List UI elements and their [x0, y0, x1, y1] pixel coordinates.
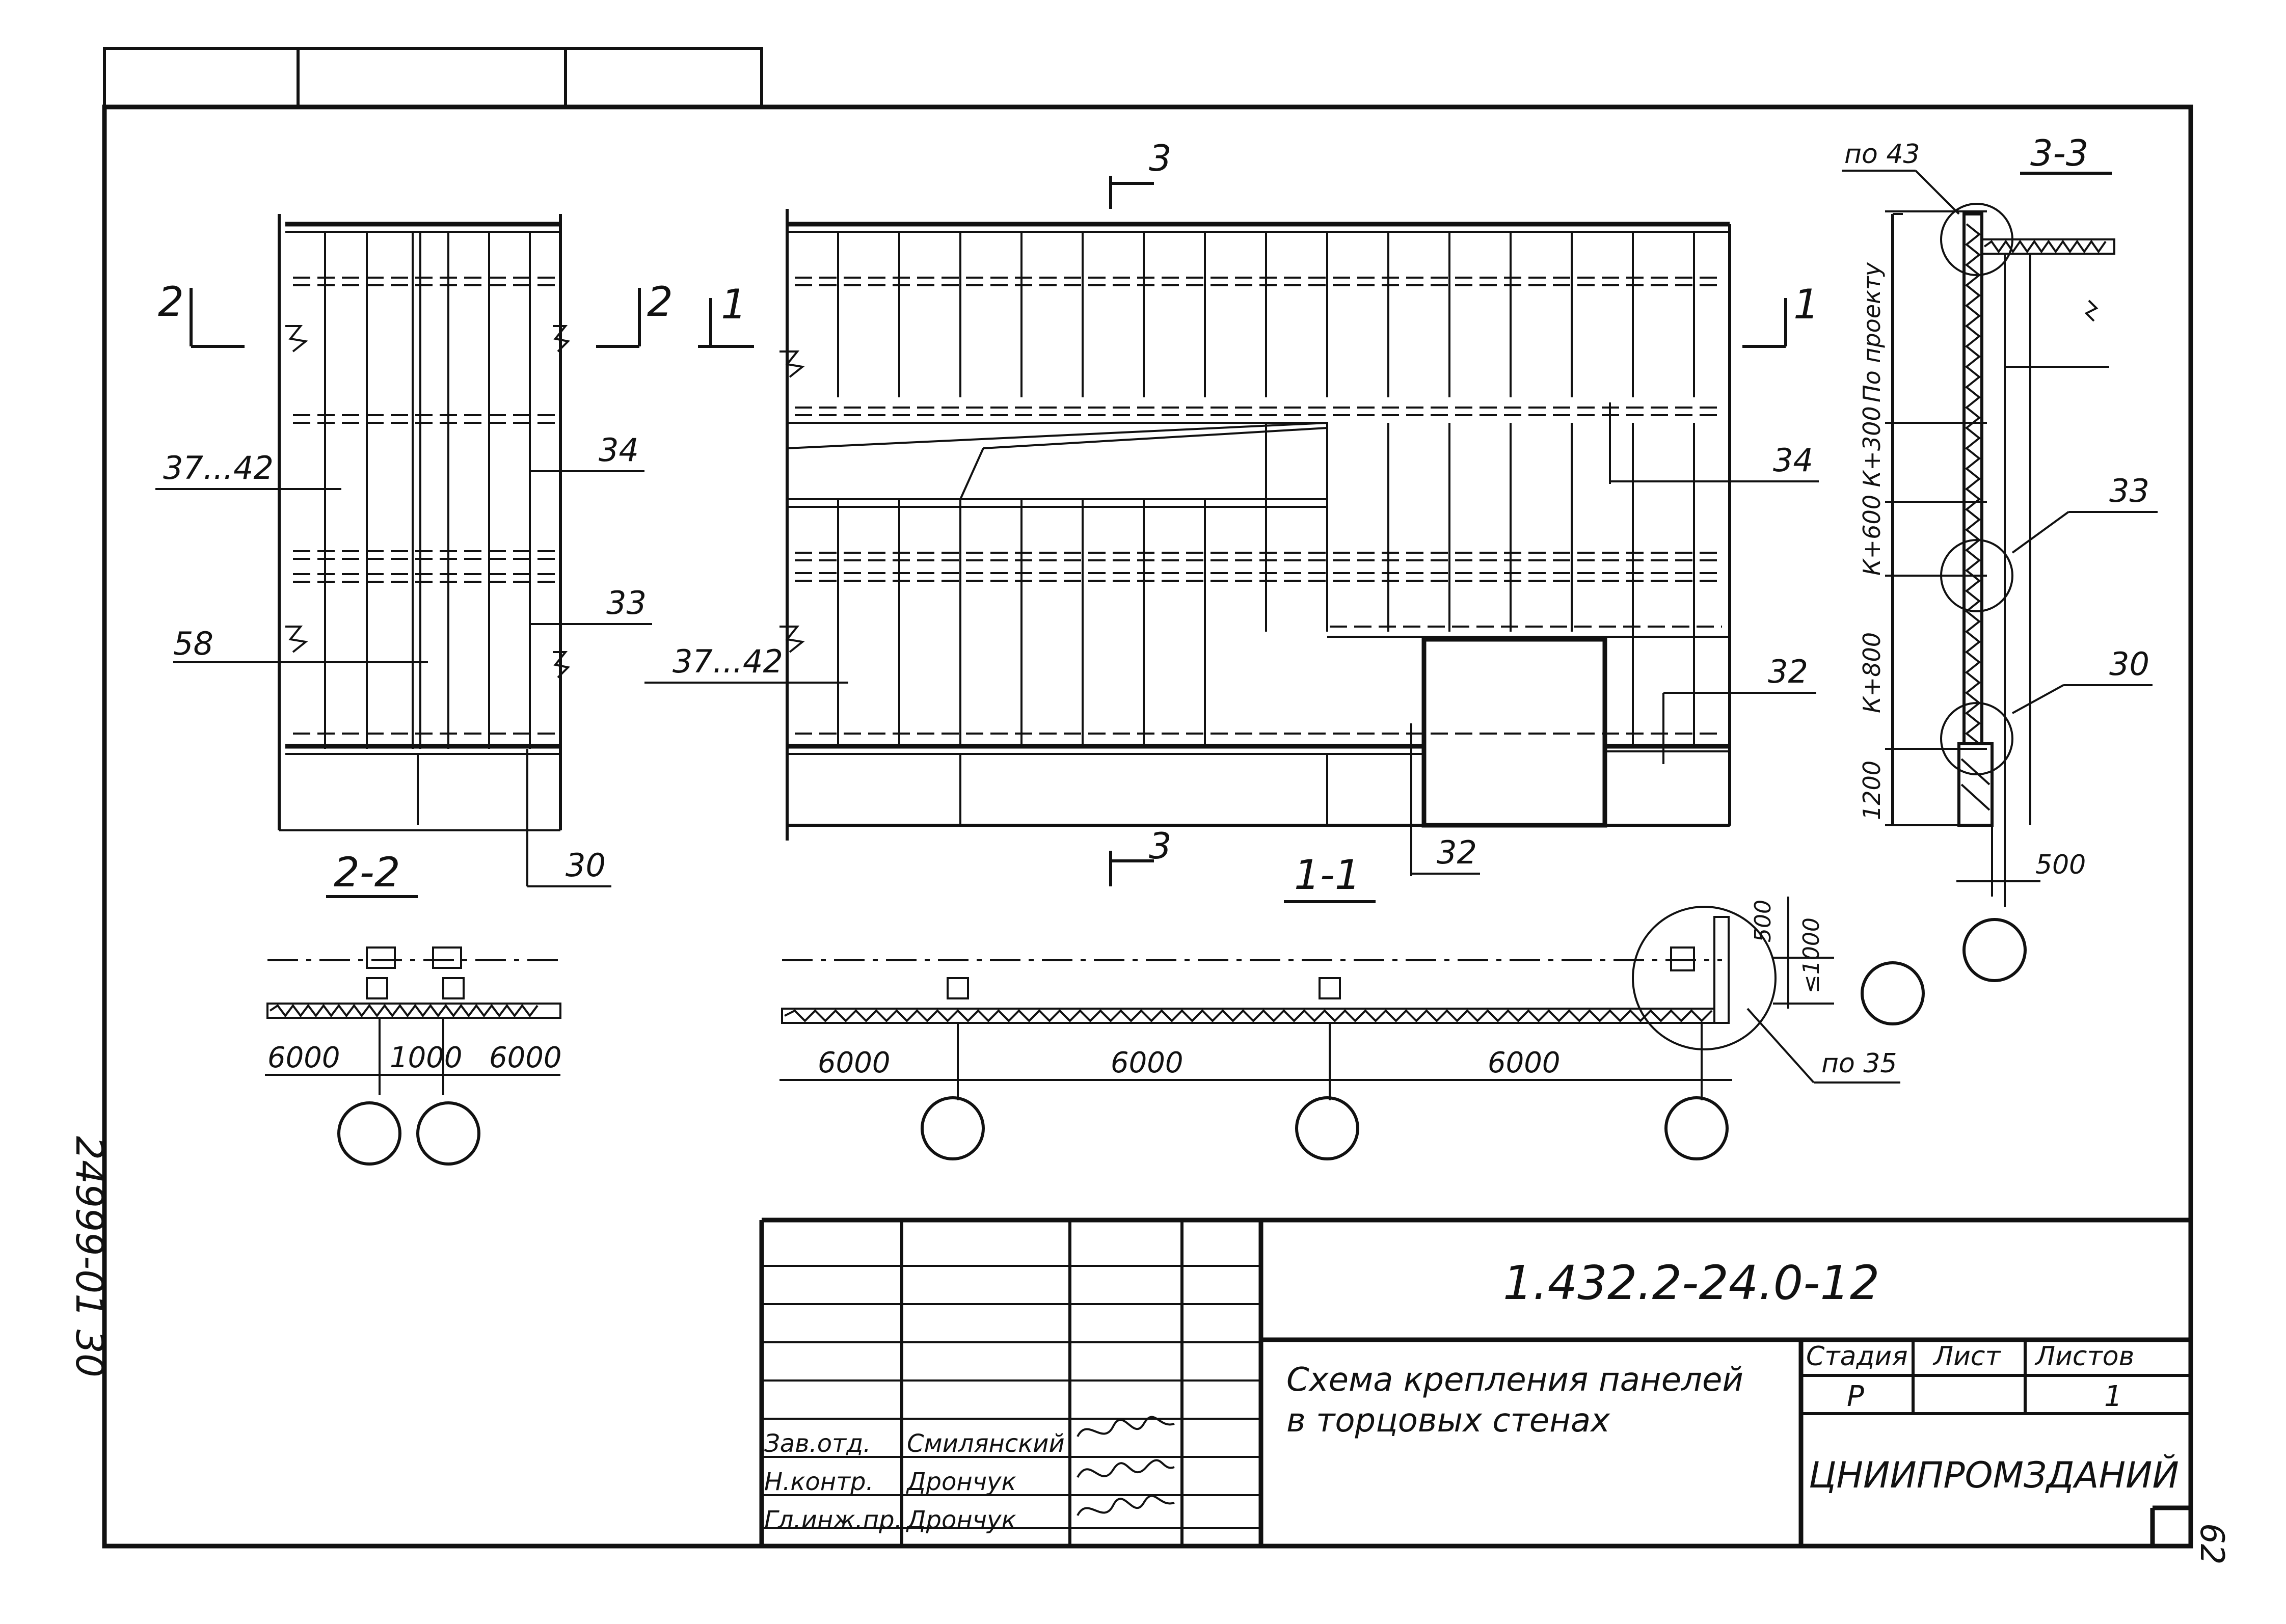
svg-text:6000: 6000	[1111, 1046, 1184, 1079]
svg-text:37...42: 37...42	[673, 643, 783, 680]
svg-text:500: 500	[1750, 900, 1776, 942]
callout-30-right: 30	[2012, 645, 2153, 714]
svg-text:34: 34	[599, 431, 639, 469]
svg-text:По проекту: По проекту	[1858, 262, 1886, 402]
section-label-2-2: 2-2	[334, 849, 400, 896]
callout-30-left: 30	[526, 749, 611, 887]
svg-text:33: 33	[606, 584, 647, 621]
top-stamp	[103, 47, 763, 109]
elevation-1-1	[779, 209, 1731, 841]
side-number: 24999-01 30	[67, 1136, 111, 1377]
sheets-header: Листов	[2034, 1341, 2134, 1372]
svg-text:2: 2	[647, 278, 673, 326]
svg-text:32: 32	[1437, 834, 1477, 871]
svg-text:6000: 6000	[489, 1041, 562, 1074]
svg-text:1: 1	[721, 281, 747, 328]
svg-text:Дрончук: Дрончук	[906, 1506, 1016, 1534]
svg-text:К+600 К+300: К+600 К+300	[1858, 406, 1886, 576]
svg-text:30: 30	[566, 847, 606, 884]
svg-text:2: 2	[158, 278, 184, 326]
svg-text:3: 3	[1149, 138, 1172, 179]
svg-text:Гл.инж.пр.: Гл.инж.пр.	[764, 1506, 902, 1534]
svg-text:≤1000: ≤1000	[1798, 917, 1824, 993]
drawing-title-line-1: Схема крепления панелей	[1286, 1361, 1743, 1399]
cut-mark-1-right: 1	[1742, 281, 1819, 348]
svg-text:Дрончук: Дрончук	[906, 1468, 1016, 1496]
callout-32-right: 32	[1662, 653, 1816, 764]
callout-32-bottom: 32	[1410, 723, 1480, 876]
svg-text:6000: 6000	[818, 1046, 891, 1079]
stage-header: Стадия	[1806, 1341, 1908, 1372]
callout-37-42-right: 37...42	[644, 643, 848, 684]
svg-text:500: 500	[2035, 850, 2086, 880]
document-code: 1.432.2-24.0-12	[1503, 1256, 1879, 1310]
svg-text:1000: 1000	[390, 1041, 463, 1074]
cut-mark-2-left: 2	[158, 278, 245, 348]
svg-text:37...42: 37...42	[163, 449, 274, 486]
cut-mark-1-left: 1	[698, 281, 754, 348]
svg-text:33: 33	[2109, 472, 2149, 509]
cut-mark-3-bottom: 3	[1109, 825, 1172, 886]
svg-text:30: 30	[2109, 645, 2149, 683]
signature-rows: Зав.отд. Смилянский Н.контр. Дрончук Гл.…	[764, 1416, 1175, 1534]
title-block	[759, 1217, 2191, 1546]
section-label-1-1: 1-1	[1294, 851, 1361, 899]
plan-1-1: 6000 6000 6000 500 ≤1000	[779, 897, 1925, 1160]
svg-text:32: 32	[1768, 653, 1808, 690]
callout-58: 58	[173, 625, 428, 663]
svg-text:Смилянский: Смилянский	[907, 1429, 1065, 1458]
plan-2-2: 6000 1000 6000	[265, 946, 562, 1166]
svg-text:34: 34	[1773, 442, 1813, 479]
sheet-header: Лист	[1932, 1341, 2001, 1372]
cut-mark-2-right: 2	[596, 278, 673, 348]
drawing-title-line-2: в торцовых стенах	[1286, 1402, 1610, 1440]
callout-43: по 43	[1842, 139, 1960, 215]
svg-text:Зав.отд.: Зав.отд.	[764, 1429, 871, 1458]
sheets-value: 1	[2104, 1380, 2122, 1413]
callout-33-left: 33	[529, 540, 652, 627]
svg-text:по 35: по 35	[1821, 1048, 1897, 1079]
svg-text:1200: 1200	[1858, 761, 1886, 820]
sheet-frame	[102, 104, 2193, 1549]
section-3-3: По проекту К+600 К+300 К+800 1200 500	[1858, 203, 2115, 982]
organization-name: ЦНИИПРОМЗДАНИЙ	[1809, 1454, 2179, 1496]
svg-text:6000: 6000	[1488, 1046, 1561, 1079]
svg-text:К+800: К+800	[1858, 632, 1886, 713]
cut-mark-3-top: 3	[1109, 138, 1172, 209]
svg-text:58: 58	[173, 625, 213, 662]
svg-text:по 43: по 43	[1844, 139, 1920, 170]
svg-text:6000: 6000	[267, 1041, 340, 1074]
callout-33-right: 33	[2011, 472, 2158, 554]
page-number: 62	[2193, 1523, 2230, 1564]
callout-34-left: 34	[529, 397, 644, 476]
elevation-2-2	[278, 214, 571, 831]
section-label-3-3: 3-3	[2030, 132, 2088, 174]
stage-value: Р	[1847, 1380, 1864, 1413]
svg-text:Н.контр.: Н.контр.	[764, 1468, 874, 1496]
svg-text:3: 3	[1149, 825, 1172, 867]
callout-34-right: 34	[1609, 402, 1819, 484]
callout-35: по 35	[1746, 1008, 1900, 1084]
svg-text:1: 1	[1793, 281, 1819, 328]
callout-37-42-left: 37...42	[155, 449, 341, 490]
